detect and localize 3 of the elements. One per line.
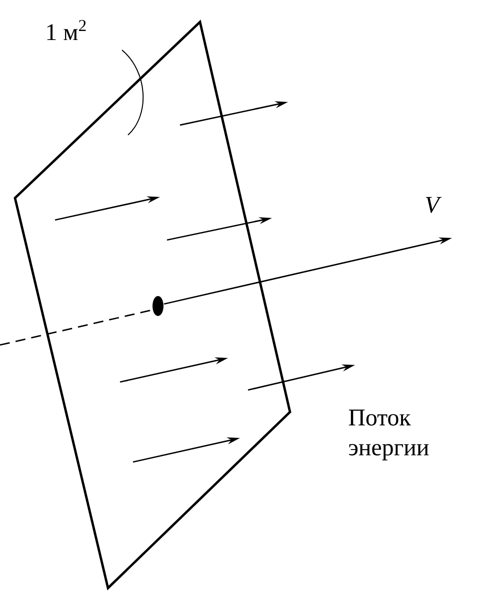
label-text: Поток энергии	[348, 410, 429, 460]
label-text: 1 м$^{2}$	[47, 20, 86, 40]
label-text: V	[426, 197, 442, 213]
